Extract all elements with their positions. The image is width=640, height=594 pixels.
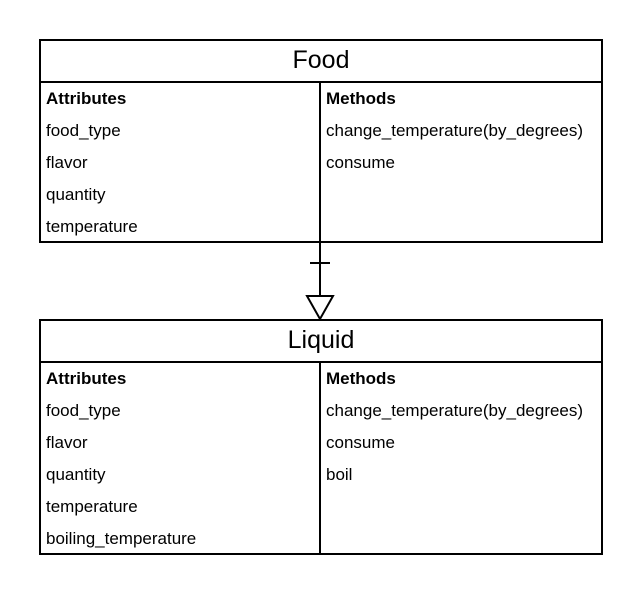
class-body-food: Attributes food_type flavor quantity tem… (41, 83, 601, 241)
method-item: boil (326, 465, 353, 484)
attributes-header: Attributes (46, 89, 127, 108)
attributes-header: Attributes (46, 369, 127, 388)
attribute-item: quantity (46, 185, 106, 204)
inheritance-arrowhead-icon (305, 295, 335, 322)
class-title-liquid: Liquid (41, 321, 601, 363)
attribute-item: temperature (46, 497, 138, 516)
methods-header: Methods (326, 369, 396, 388)
attributes-section-food: Attributes food_type flavor quantity tem… (41, 83, 321, 241)
method-item: change_temperature(by_degrees) (326, 401, 584, 420)
method-item: consume (326, 433, 395, 452)
method-item: consume (326, 153, 395, 172)
attribute-item: food_type (46, 401, 121, 420)
attribute-item: flavor (46, 153, 88, 172)
attribute-item: temperature (46, 217, 138, 236)
methods-section-food: Methods change_temperature(by_degrees) c… (321, 83, 601, 241)
attribute-item: flavor (46, 433, 88, 452)
class-title-food: Food (41, 41, 601, 83)
attribute-item: quantity (46, 465, 106, 484)
method-item: change_temperature(by_degrees) (326, 121, 584, 140)
methods-header: Methods (326, 89, 396, 108)
class-box-liquid[interactable]: Liquid Attributes food_type flavor quant… (39, 319, 603, 555)
attributes-section-liquid: Attributes food_type flavor quantity tem… (41, 363, 321, 553)
class-box-food[interactable]: Food Attributes food_type flavor quantit… (39, 39, 603, 243)
methods-section-liquid: Methods change_temperature(by_degrees) c… (321, 363, 601, 553)
attribute-item: food_type (46, 121, 121, 140)
class-body-liquid: Attributes food_type flavor quantity tem… (41, 363, 601, 553)
attribute-item: boiling_temperature (46, 529, 197, 548)
